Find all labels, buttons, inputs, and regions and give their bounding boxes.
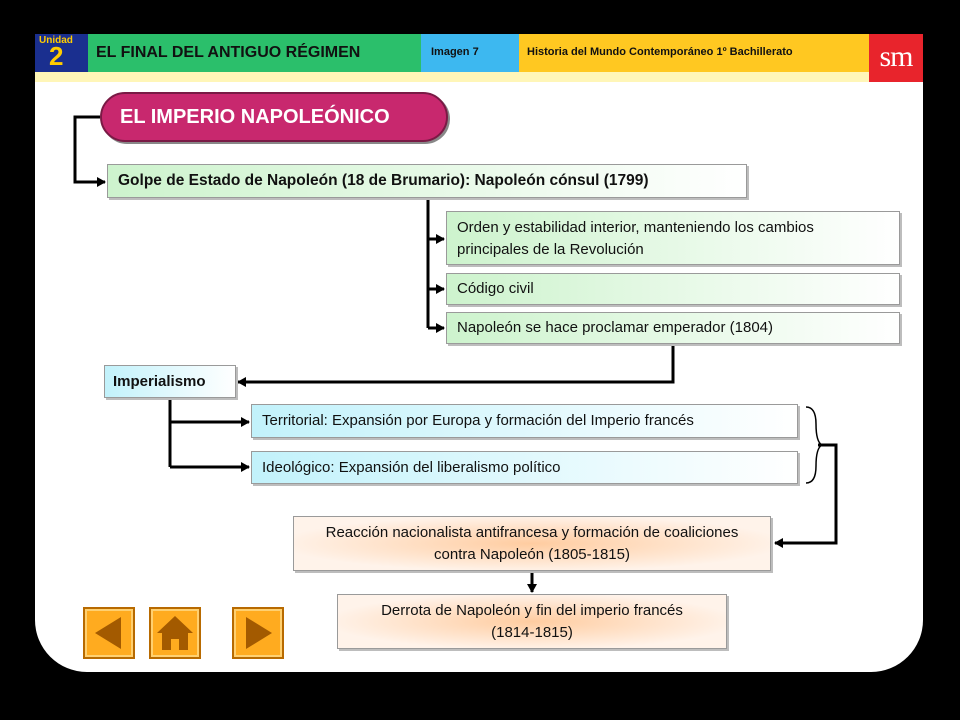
imperialism-box: Imperialismo [104,365,236,398]
unit-badge: Unidad 2 [35,34,88,72]
reaction-box: Reacción nacionalista antifrancesa y for… [293,516,771,571]
reaction-text: Reacción nacionalista antifrancesa y for… [325,524,739,563]
order-box: Orden y estabilidad interior, manteniend… [446,211,900,265]
home-button[interactable] [149,607,201,659]
connector-lines [73,115,838,593]
imperialism-label: Imperialismo [113,373,206,390]
defeat-box: Derrota de Napoleón y fin del imperio fr… [337,594,727,649]
main-title: EL IMPERIO NAPOLEÓNICO [100,92,448,142]
slide-frame: Unidad 2 EL FINAL DEL ANTIGUO RÉGIMEN Im… [35,34,923,672]
back-button[interactable] [83,607,135,659]
coup-box: Golpe de Estado de Napoleón (18 de Bruma… [107,164,747,198]
territorial-box: Territorial: Expansión por Europa y form… [251,404,798,438]
forward-button[interactable] [232,607,284,659]
civil-code-text: Código civil [457,280,534,297]
ideological-box: Ideológico: Expansión del liberalismo po… [251,451,798,484]
unit-title: EL FINAL DEL ANTIGUO RÉGIMEN [88,34,421,72]
subject-label: Historia del Mundo Contemporáneo 1º Bach… [519,34,869,72]
home-icon [157,616,193,650]
emperor-box: Napoleón se hace proclamar emperador (18… [446,312,900,344]
arrow-left-icon [95,617,121,649]
order-text: Orden y estabilidad interior, manteniend… [457,219,814,258]
unit-number: 2 [49,41,64,71]
connector-brace-to-reaction [774,443,838,548]
header-band [35,72,869,82]
unit-label: Unidad [39,35,73,46]
defeat-text-line1: Derrota de Napoleón y fin del imperio fr… [381,602,683,619]
image-label: Imagen 7 [421,34,519,72]
civil-code-box: Código civil [446,273,900,305]
connector-title-to-coup [73,115,106,187]
connector-emperor-to-imperialism [237,344,675,387]
coup-text: Golpe de Estado de Napoleón (18 de Bruma… [118,172,649,189]
arrow-right-icon [246,617,272,649]
ideological-text: Ideológico: Expansión del liberalismo po… [262,459,561,476]
sm-logo: sm [869,34,923,82]
emperor-text: Napoleón se hace proclamar emperador (18… [457,319,774,336]
defeat-text-line2: (1814-1815) [491,624,573,641]
territorial-text: Territorial: Expansión por Europa y form… [262,412,694,429]
brace [805,406,824,484]
